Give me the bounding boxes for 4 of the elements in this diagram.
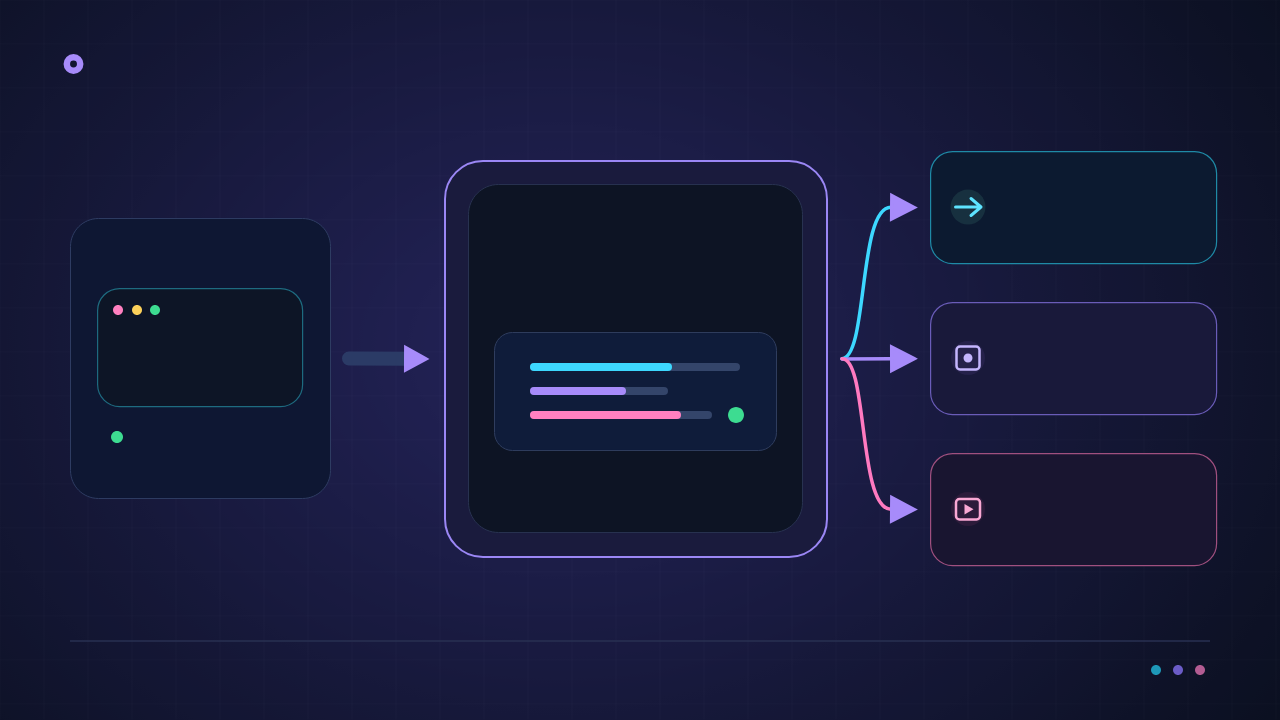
card bbox=[930, 302, 1218, 416]
card bbox=[930, 453, 1218, 567]
window-box bbox=[97, 288, 304, 408]
card bbox=[930, 151, 1218, 265]
